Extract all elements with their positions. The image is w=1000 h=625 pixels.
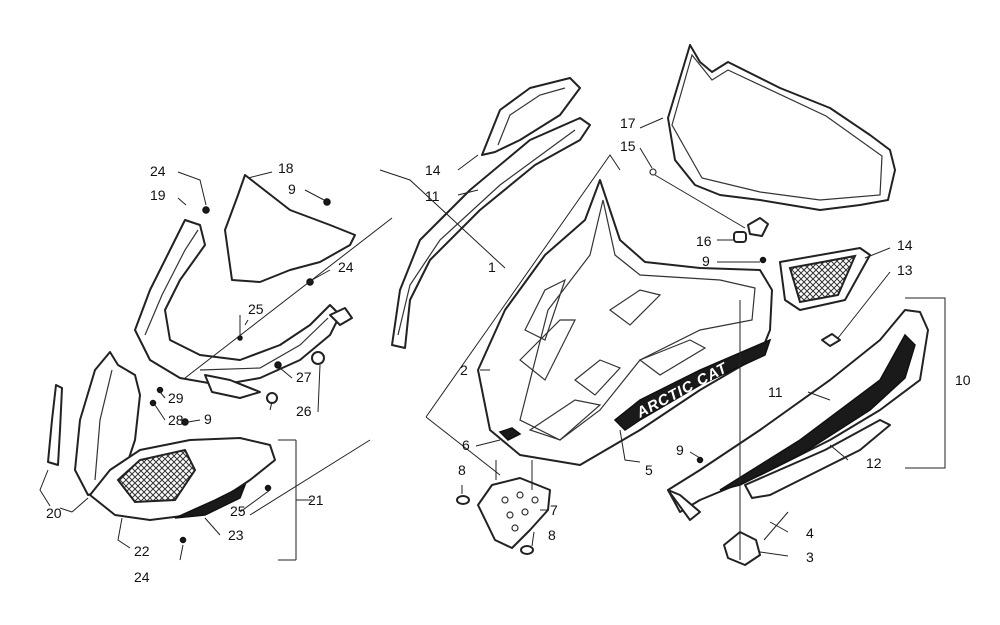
label-14-top: 14	[425, 162, 441, 178]
side-panel-right	[667, 309, 929, 521]
leader-lines	[39, 117, 946, 561]
upper-nose-panel	[134, 174, 356, 399]
label-21: 21	[308, 492, 324, 508]
label-17: 17	[620, 115, 636, 131]
label-11-right: 11	[768, 384, 783, 400]
trim-strip-left	[391, 117, 591, 349]
mount-bracket	[733, 217, 769, 243]
label-22: 22	[134, 543, 150, 559]
label-9-right: 9	[702, 253, 710, 269]
lower-nose-panel	[89, 437, 276, 521]
skid-plate	[477, 477, 551, 549]
label-6: 6	[462, 437, 470, 453]
label-18: 18	[278, 160, 294, 176]
label-10: 10	[955, 372, 971, 388]
label-24-bottom: 24	[134, 569, 150, 585]
label-5: 5	[645, 462, 653, 478]
nuts	[456, 495, 534, 555]
label-8-bottom: 8	[548, 527, 556, 543]
label-16: 16	[696, 233, 712, 249]
label-20: 20	[46, 505, 62, 521]
label-3: 3	[806, 549, 814, 565]
label-23: 23	[228, 527, 244, 543]
side-intake-right	[779, 247, 871, 311]
label-8-top: 8	[458, 462, 466, 478]
label-4: 4	[806, 525, 814, 541]
label-2: 2	[460, 362, 468, 378]
label-15: 15	[620, 138, 636, 154]
windshield	[667, 44, 896, 211]
label-19: 19	[150, 187, 166, 203]
label-27: 27	[296, 369, 312, 385]
label-13: 13	[897, 262, 913, 278]
label-24-mid: 24	[338, 259, 354, 275]
side-trim-left	[47, 351, 141, 496]
label-11-left: 11	[425, 188, 440, 204]
label-9-left: 9	[204, 411, 212, 427]
top-vent	[481, 77, 581, 156]
hood: ARCTIC CAT	[477, 179, 773, 466]
mount-clip	[723, 511, 789, 566]
label-12: 12	[866, 455, 882, 471]
label-7: 7	[550, 502, 558, 518]
label-1: 1	[488, 259, 496, 275]
label-9-top: 9	[288, 181, 296, 197]
label-9-bottom: 9	[676, 442, 684, 458]
label-24-top: 24	[150, 163, 166, 179]
label-25-top: 25	[248, 301, 264, 317]
label-14-right: 14	[897, 237, 913, 253]
label-25-bottom: 25	[230, 503, 246, 519]
label-26: 26	[296, 403, 312, 419]
label-28: 28	[168, 412, 184, 428]
callout-labels: 1 2 3 4 5 6 7 8 8 9 9 9 9 10 11 11 12 13…	[46, 115, 971, 585]
label-29: 29	[168, 390, 184, 406]
